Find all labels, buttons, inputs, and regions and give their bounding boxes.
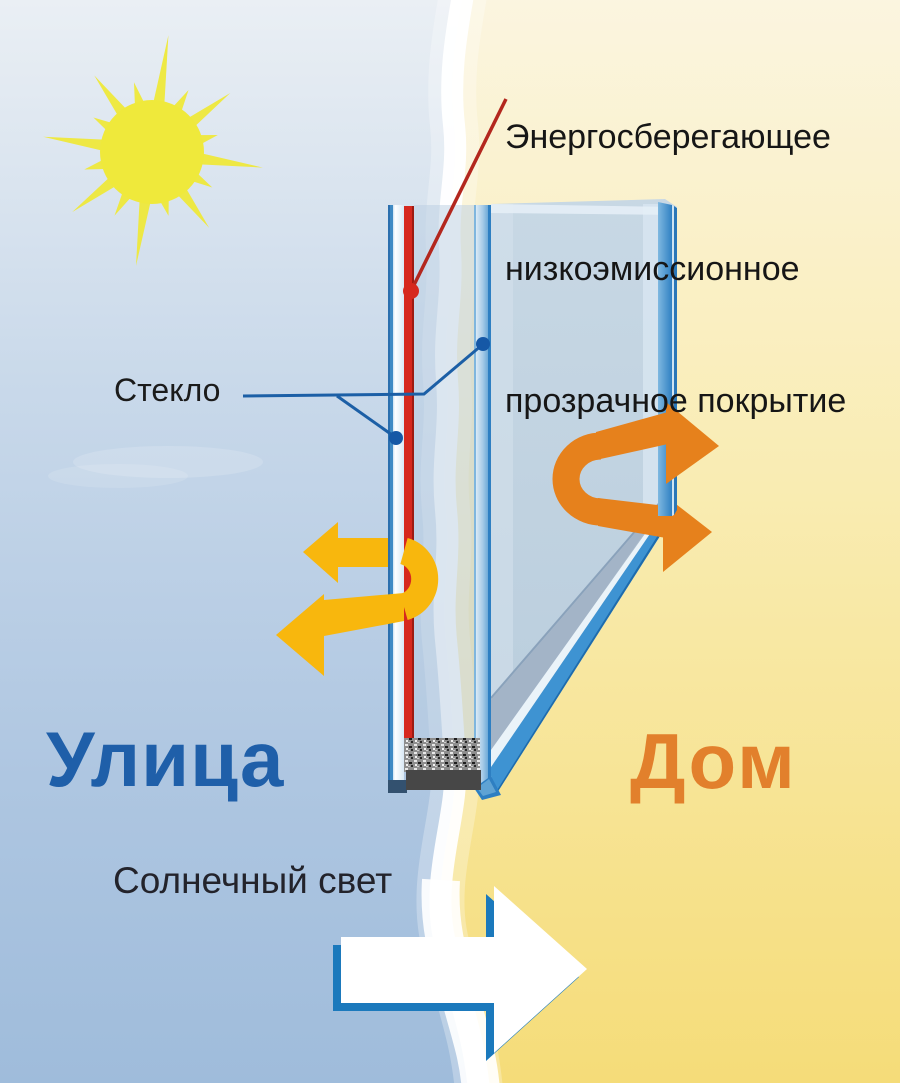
yellow-loop-arrow-front — [276, 538, 439, 676]
air-gap — [414, 205, 474, 790]
sun-ray — [94, 75, 131, 121]
red-dot-icon — [403, 283, 419, 299]
glass-callout — [242, 343, 483, 439]
orange-loop-arrow-front — [552, 402, 719, 526]
sun-ray — [152, 35, 169, 110]
inner-pane-edge-strip — [474, 205, 501, 800]
street-label: Улица — [46, 715, 285, 803]
blue-dot-icon — [476, 337, 490, 351]
cloud-streak — [73, 446, 263, 478]
cloud-streak — [48, 464, 188, 488]
sun-ray — [135, 194, 152, 266]
glass-label: Стекло — [114, 372, 221, 408]
sun-ray — [72, 173, 121, 213]
sun-ray — [43, 136, 110, 152]
coating-title-line3: прозрачное покрытие — [505, 382, 847, 420]
sun-icon — [43, 35, 263, 266]
sunlight-label: Солнечный свет — [113, 860, 393, 901]
sun-ray — [194, 152, 263, 168]
sun-disc — [100, 100, 204, 204]
white-right-arrow-icon — [333, 886, 587, 1061]
coating-title-line1: Энергосберегающее — [505, 118, 831, 156]
low-e-coating — [404, 206, 414, 740]
blue-dot-icon — [389, 431, 403, 445]
coating-title-line2: низкоэмиссионное — [505, 250, 800, 288]
inner-pane-face — [491, 199, 677, 795]
sun-ray — [183, 93, 231, 131]
glass-unit — [388, 199, 712, 800]
home-label: Дом — [630, 717, 797, 805]
orange-loop-arrow-back — [598, 494, 712, 572]
coating-callout — [403, 98, 508, 299]
coating-title: Энергосберегающее низкоэмиссионное прозр… — [505, 27, 846, 467]
sun-ray — [173, 183, 210, 228]
spacer-bar — [404, 738, 481, 790]
outer-pane — [388, 205, 414, 793]
